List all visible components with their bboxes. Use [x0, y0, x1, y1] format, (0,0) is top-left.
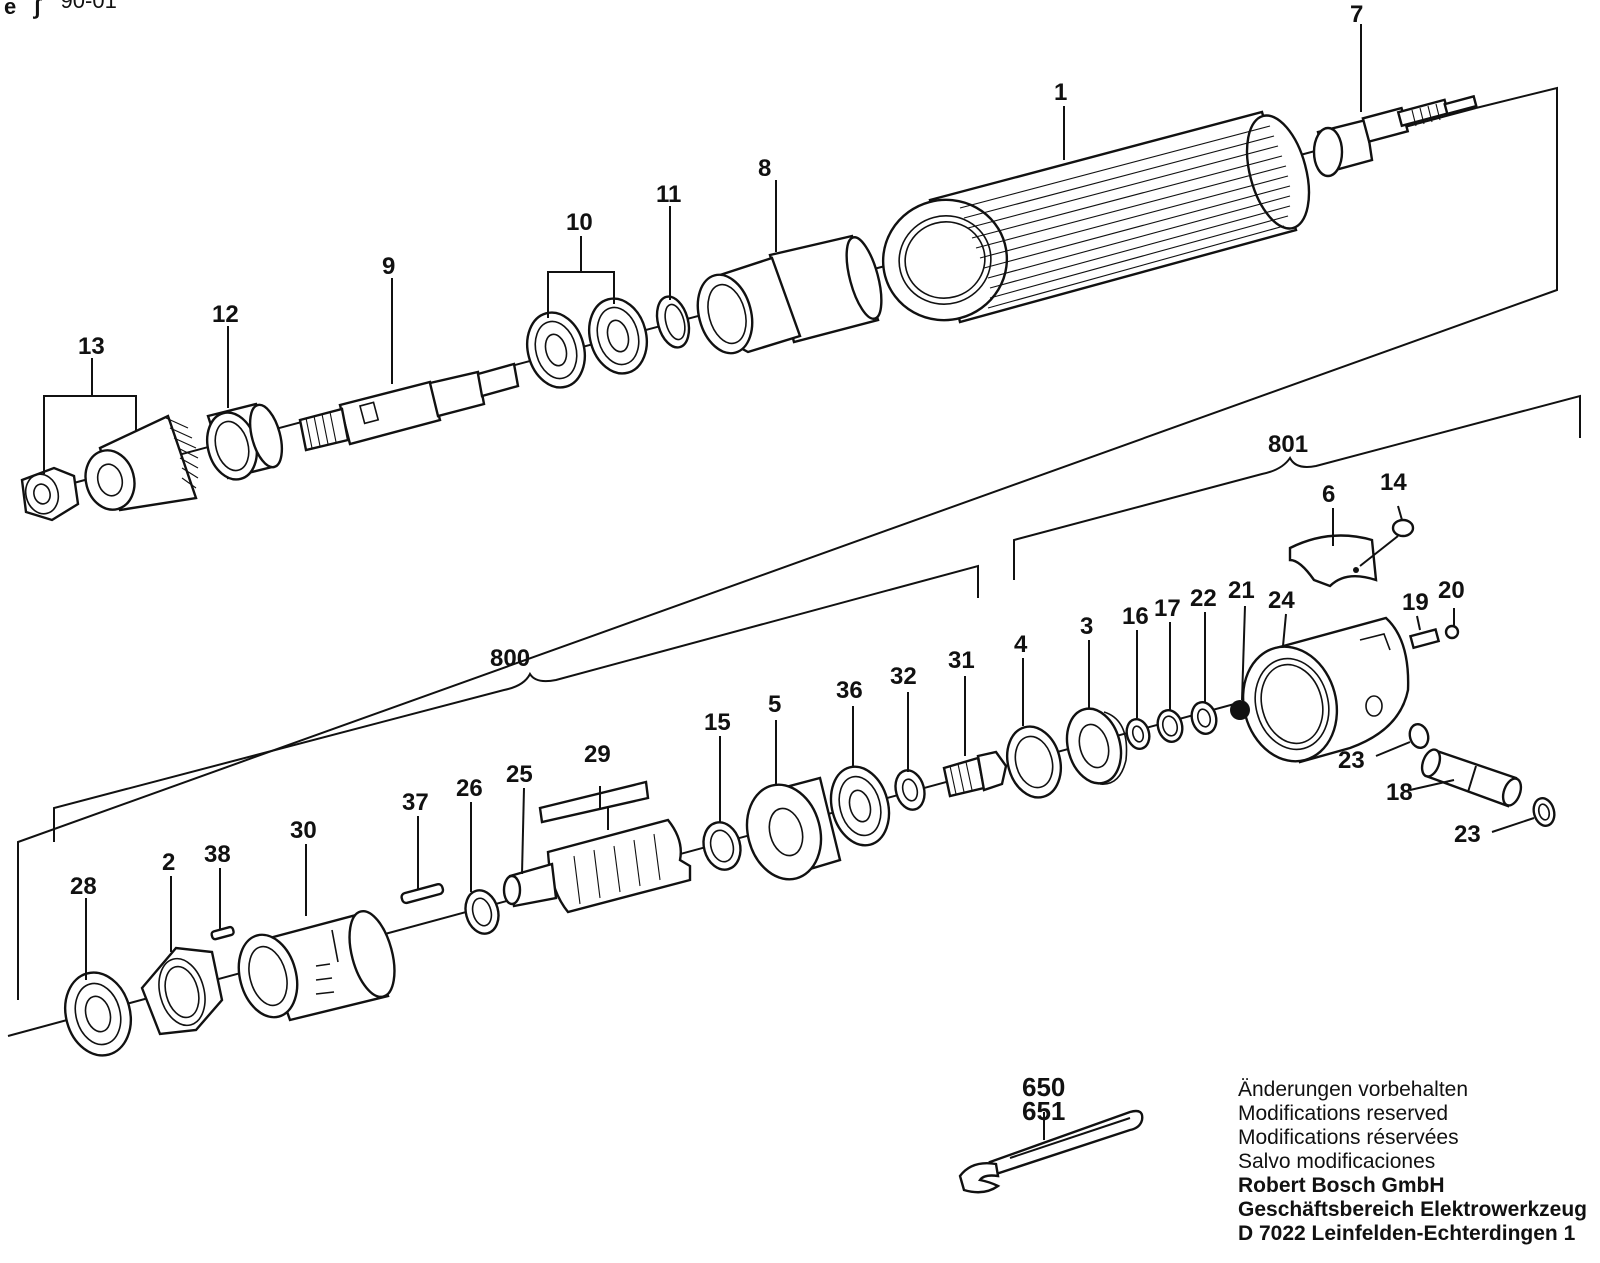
label-30: 30: [290, 817, 317, 844]
label-36: 36: [836, 677, 863, 704]
part-29-vane: [538, 780, 650, 824]
label-25: 25: [506, 761, 533, 788]
part-14-screw: [1353, 518, 1415, 573]
label-1: 1: [1054, 79, 1067, 106]
part-17-ring: [1156, 709, 1184, 743]
footer-notes: Änderungen vorbehalten Modifications res…: [1238, 1078, 1600, 1246]
label-14: 14: [1380, 469, 1407, 496]
label-24: 24: [1268, 587, 1295, 614]
label-26: 26: [456, 775, 483, 802]
note-line-fr: Modifications réservées: [1238, 1126, 1459, 1149]
part-31-hex-screw: [942, 750, 1008, 798]
part-32-washer: [894, 769, 926, 811]
part-26-ring: [464, 889, 500, 935]
part-1-housing: [881, 110, 1311, 324]
part-37-pin: [400, 882, 445, 905]
label-20: 20: [1438, 577, 1465, 604]
label-31: 31: [948, 647, 975, 674]
label-4: 4: [1014, 631, 1028, 658]
part-36-bearing: [829, 765, 891, 847]
part-18-valve-pin: [1420, 748, 1523, 808]
part-23-oring-a: [1408, 722, 1430, 750]
bracket-800: [53, 564, 979, 842]
note-line-en: Modifications reserved: [1238, 1102, 1449, 1125]
page-header: e ∫ 90-01: [4, 0, 117, 20]
note-line-es: Salvo modificaciones: [1238, 1150, 1436, 1173]
label-800: 800: [490, 645, 530, 672]
label-23a: 23: [1338, 747, 1365, 774]
label-15: 15: [704, 709, 731, 736]
label-37: 37: [402, 789, 429, 816]
label-23b: 23: [1454, 821, 1481, 848]
part-5-end-plate: [745, 776, 842, 881]
callout-labels: 7 1 8 11 10 9 12 13 801 6 14 19 20 21 22…: [70, 1, 1481, 1126]
part-22-ring: [1190, 701, 1218, 735]
part-7-inlet-fitting: [1312, 94, 1478, 178]
part-13-chuck: [20, 414, 199, 522]
upper-leaders: [43, 24, 1362, 474]
part-2-hex-nut: [140, 946, 224, 1036]
lower-leaders: [85, 505, 1535, 1140]
label-19: 19: [1402, 589, 1429, 616]
label-7: 7: [1350, 1, 1363, 28]
label-9: 9: [382, 253, 395, 280]
company-name: Robert Bosch GmbH: [1238, 1174, 1445, 1197]
label-16: 16: [1122, 603, 1149, 630]
header-code: 90-01: [60, 0, 117, 13]
label-29: 29: [584, 741, 611, 768]
part-12-collet-ring: [206, 402, 284, 481]
part-19-plug: [1408, 628, 1441, 650]
part-30-cylinder: [237, 909, 396, 1022]
header-sign: ∫: [34, 0, 41, 19]
part-9-spindle: [298, 362, 520, 452]
note-line-de: Änderungen vorbehalten: [1238, 1078, 1469, 1101]
header-mark: e: [4, 0, 17, 19]
part-10-bearings: [526, 297, 648, 389]
label-17: 17: [1154, 595, 1181, 622]
label-3: 3: [1080, 613, 1093, 640]
company-address: D 7022 Leinfelden-Echterdingen 1: [1238, 1222, 1576, 1245]
part-6-cover: [1288, 534, 1378, 588]
part-23-oring-b: [1532, 797, 1556, 827]
part-24-valve-body: [1241, 616, 1410, 764]
label-28: 28: [70, 873, 97, 900]
label-10: 10: [566, 209, 593, 236]
label-38: 38: [204, 841, 231, 868]
part-21-ball: [1230, 700, 1250, 720]
part-15-ring: [702, 821, 742, 871]
part-11-circlip: [655, 295, 691, 349]
part-3-valve-seat: [1065, 707, 1128, 785]
label-6: 6: [1322, 481, 1335, 508]
label-12: 12: [212, 301, 239, 328]
part-16-ring: [1125, 718, 1151, 750]
part-650-651-wrench: [958, 1109, 1144, 1194]
label-801: 801: [1268, 431, 1308, 458]
label-651: 651: [1022, 1096, 1065, 1126]
label-21: 21: [1228, 577, 1255, 604]
part-4-washer: [1006, 725, 1062, 799]
label-5: 5: [768, 691, 781, 718]
label-22: 22: [1190, 585, 1217, 612]
part-8-sleeve: [696, 234, 883, 355]
label-11: 11: [656, 181, 681, 208]
label-13: 13: [78, 333, 105, 360]
bracket-801: [1013, 394, 1581, 580]
part-20-screw: [1444, 624, 1460, 640]
part-28-bearing: [64, 971, 132, 1057]
upper-frame: [17, 86, 1558, 1000]
label-32: 32: [890, 663, 917, 690]
part-38-pin: [210, 925, 235, 941]
company-division: Geschäftsbereich Elektrowerkzeug: [1238, 1198, 1587, 1221]
label-2: 2: [162, 849, 175, 876]
label-650: 650: [1022, 1072, 1065, 1102]
label-8: 8: [758, 155, 771, 182]
part-25-rotor: [502, 818, 692, 914]
label-18: 18: [1386, 779, 1413, 806]
